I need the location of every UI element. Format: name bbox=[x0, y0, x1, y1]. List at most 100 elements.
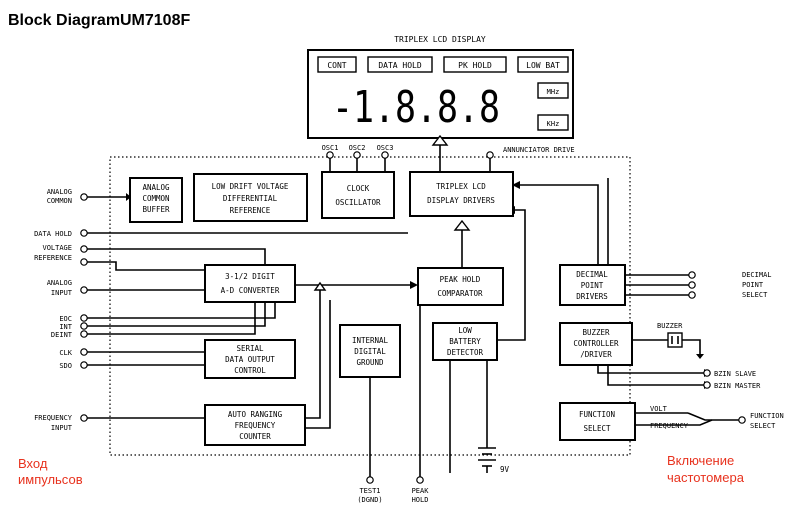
block-function-select: FUNCTION SELECT bbox=[559, 402, 636, 441]
svg-text:DRIVERS: DRIVERS bbox=[576, 292, 608, 301]
battery-9v: 9V bbox=[500, 465, 510, 474]
annotations: Вход импульсов Включение частотомера bbox=[18, 453, 745, 487]
svg-text:CONTROLLER: CONTROLLER bbox=[573, 339, 619, 348]
pin-bzin-master: BZIN MASTER bbox=[714, 382, 761, 390]
svg-text:CLOCK: CLOCK bbox=[347, 184, 370, 193]
svg-text:DIGITAL: DIGITAL bbox=[354, 347, 386, 356]
indicator-pk-hold bbox=[443, 56, 507, 73]
block-peak-hold-comparator: PEAK HOLD COMPARATOR bbox=[417, 267, 504, 306]
svg-text:BATTERY: BATTERY bbox=[449, 337, 481, 346]
pin-deint: DEINT bbox=[51, 331, 73, 339]
block-lcd-drivers: TRIPLEX LCD DISPLAY DRIVERS bbox=[409, 171, 514, 217]
indicator-pk-hold-label: PK HOLD bbox=[458, 61, 492, 70]
svg-text:PEAK HOLD: PEAK HOLD bbox=[440, 275, 481, 284]
block-serial-output: SERIAL DATA OUTPUT CONTROL bbox=[204, 339, 296, 379]
chip-boundary bbox=[109, 156, 631, 456]
block-decimal-point-drivers: DECIMAL POINT DRIVERS bbox=[559, 264, 626, 306]
pin-test1: TEST1 bbox=[359, 487, 380, 495]
pin-analog-common-1: ANALOG bbox=[47, 188, 72, 196]
pin-frequency-input: INPUT bbox=[51, 424, 73, 432]
svg-text:POINT: POINT bbox=[581, 281, 604, 290]
pin-select: SELECT bbox=[742, 291, 768, 299]
annotation-pulse-input-2: импульсов bbox=[18, 472, 83, 487]
pin-point: POINT bbox=[742, 281, 764, 289]
pin-bzin-slave: BZIN SLAVE bbox=[714, 370, 756, 378]
unit-mhz-label: MHz bbox=[547, 88, 560, 96]
unit-khz bbox=[537, 114, 569, 131]
buzzer-icon bbox=[667, 332, 704, 359]
indicator-low-bat-label: LOW BAT bbox=[526, 61, 560, 70]
svg-text:FUNCTION: FUNCTION bbox=[579, 410, 615, 419]
svg-text:DISPLAY DRIVERS: DISPLAY DRIVERS bbox=[427, 196, 495, 205]
block-voltage-reference: LOW DRIFT VOLTAGE DIFFERENTIAL REFERENCE bbox=[193, 173, 308, 222]
svg-text:LOW DRIFT VOLTAGE: LOW DRIFT VOLTAGE bbox=[212, 182, 289, 191]
annotation-freq-enable-2: частотомера bbox=[667, 470, 745, 485]
pin-frequency: FREQUENCY bbox=[34, 414, 73, 422]
pin-osc3: OSC3 bbox=[377, 144, 394, 152]
diagram-title: Block Diagram bbox=[8, 12, 120, 29]
lcd-display-title: TRIPLEX LCD DISPLAY bbox=[394, 35, 486, 44]
svg-text:3-1/2 DIGIT: 3-1/2 DIGIT bbox=[225, 272, 275, 281]
signal-wires bbox=[86, 145, 740, 478]
pin-analog-common-2: COMMON bbox=[47, 197, 72, 205]
svg-text:COMMON: COMMON bbox=[142, 194, 169, 203]
svg-text:GROUND: GROUND bbox=[356, 358, 384, 367]
indicator-cont-label: CONT bbox=[327, 61, 346, 70]
svg-text:REFERENCE: REFERENCE bbox=[230, 206, 271, 215]
pin-hold: HOLD bbox=[412, 496, 429, 504]
pin-reference: REFERENCE bbox=[34, 254, 72, 262]
pin-voltage: VOLTAGE bbox=[42, 244, 72, 252]
lcd-display: TRIPLEX LCD DISPLAY CONT DATA HOLD PK HO… bbox=[307, 35, 574, 139]
pin-sdo: SDO bbox=[59, 362, 72, 370]
svg-text:BUFFER: BUFFER bbox=[142, 205, 170, 214]
model-number: UM7108F bbox=[120, 12, 190, 29]
pin-function: FUNCTION bbox=[750, 412, 784, 420]
lcd-digits: -1.8.8.8 bbox=[332, 82, 500, 133]
unit-mhz bbox=[537, 82, 569, 99]
pin-analog: ANALOG bbox=[47, 279, 72, 287]
svg-text:/DRIVER: /DRIVER bbox=[580, 350, 612, 359]
left-pin-labels: ANALOG COMMON DATA HOLD VOLTAGE REFERENC… bbox=[34, 188, 73, 432]
indicator-data-hold bbox=[367, 56, 433, 73]
block-clock-oscillator: CLOCK OSCILLATOR bbox=[321, 171, 395, 219]
svg-text:SERIAL: SERIAL bbox=[236, 344, 264, 353]
svg-text:ANALOG: ANALOG bbox=[142, 183, 170, 192]
svg-text:OSCILLATOR: OSCILLATOR bbox=[335, 198, 381, 207]
pin-peak: PEAK bbox=[412, 487, 430, 495]
svg-text:TRIPLEX LCD: TRIPLEX LCD bbox=[436, 182, 486, 191]
other-pin-labels: OSC1 OSC2 OSC3 ANNUNCIATOR DRIVE TEST1 (… bbox=[322, 144, 784, 504]
pin-osc2: OSC2 bbox=[349, 144, 366, 152]
block-frequency-counter: AUTO RANGING FREQUENCY COUNTER bbox=[204, 404, 306, 446]
indicator-low-bat bbox=[517, 56, 569, 73]
svg-text:FREQUENCY: FREQUENCY bbox=[235, 421, 276, 430]
block-analog-common-buffer: ANALOG COMMON BUFFER bbox=[129, 177, 183, 223]
svg-text:COUNTER: COUNTER bbox=[239, 432, 271, 441]
svg-text:SELECT: SELECT bbox=[583, 424, 611, 433]
pin-function-select: SELECT bbox=[750, 422, 776, 430]
pin-annunciator-drive: ANNUNCIATOR DRIVE bbox=[503, 146, 575, 154]
annotation-pulse-input-1: Вход bbox=[18, 456, 48, 471]
pin-osc1: OSC1 bbox=[322, 144, 339, 152]
pin-clk: CLK bbox=[59, 349, 72, 357]
frequency-label: FREQUENCY bbox=[650, 422, 689, 430]
annotation-freq-enable-1: Включение bbox=[667, 453, 734, 468]
svg-text:LOW: LOW bbox=[458, 326, 472, 335]
svg-text:A-D CONVERTER: A-D CONVERTER bbox=[221, 286, 280, 295]
svg-text:DETECTOR: DETECTOR bbox=[447, 348, 484, 357]
pin-dgnd: (DGND) bbox=[357, 496, 382, 504]
block-low-battery-detector: LOW BATTERY DETECTOR bbox=[432, 322, 498, 361]
indicator-data-hold-label: DATA HOLD bbox=[378, 61, 422, 70]
svg-text:DIFFERENTIAL: DIFFERENTIAL bbox=[223, 194, 278, 203]
svg-text:DECIMAL: DECIMAL bbox=[576, 270, 608, 279]
svg-text:AUTO RANGING: AUTO RANGING bbox=[228, 410, 283, 419]
block-buzzer-controller: BUZZER CONTROLLER /DRIVER bbox=[559, 322, 633, 366]
indicator-cont bbox=[317, 56, 357, 73]
pin-eoc: EOC bbox=[59, 315, 72, 323]
svg-text:COMPARATOR: COMPARATOR bbox=[437, 289, 483, 298]
block-adc: 3-1/2 DIGIT A-D CONVERTER bbox=[204, 264, 296, 303]
volt-label: VOLT bbox=[650, 405, 668, 413]
pin-input: INPUT bbox=[51, 289, 73, 297]
unit-khz-label: KHz bbox=[547, 120, 560, 128]
svg-text:DATA OUTPUT: DATA OUTPUT bbox=[225, 355, 275, 364]
